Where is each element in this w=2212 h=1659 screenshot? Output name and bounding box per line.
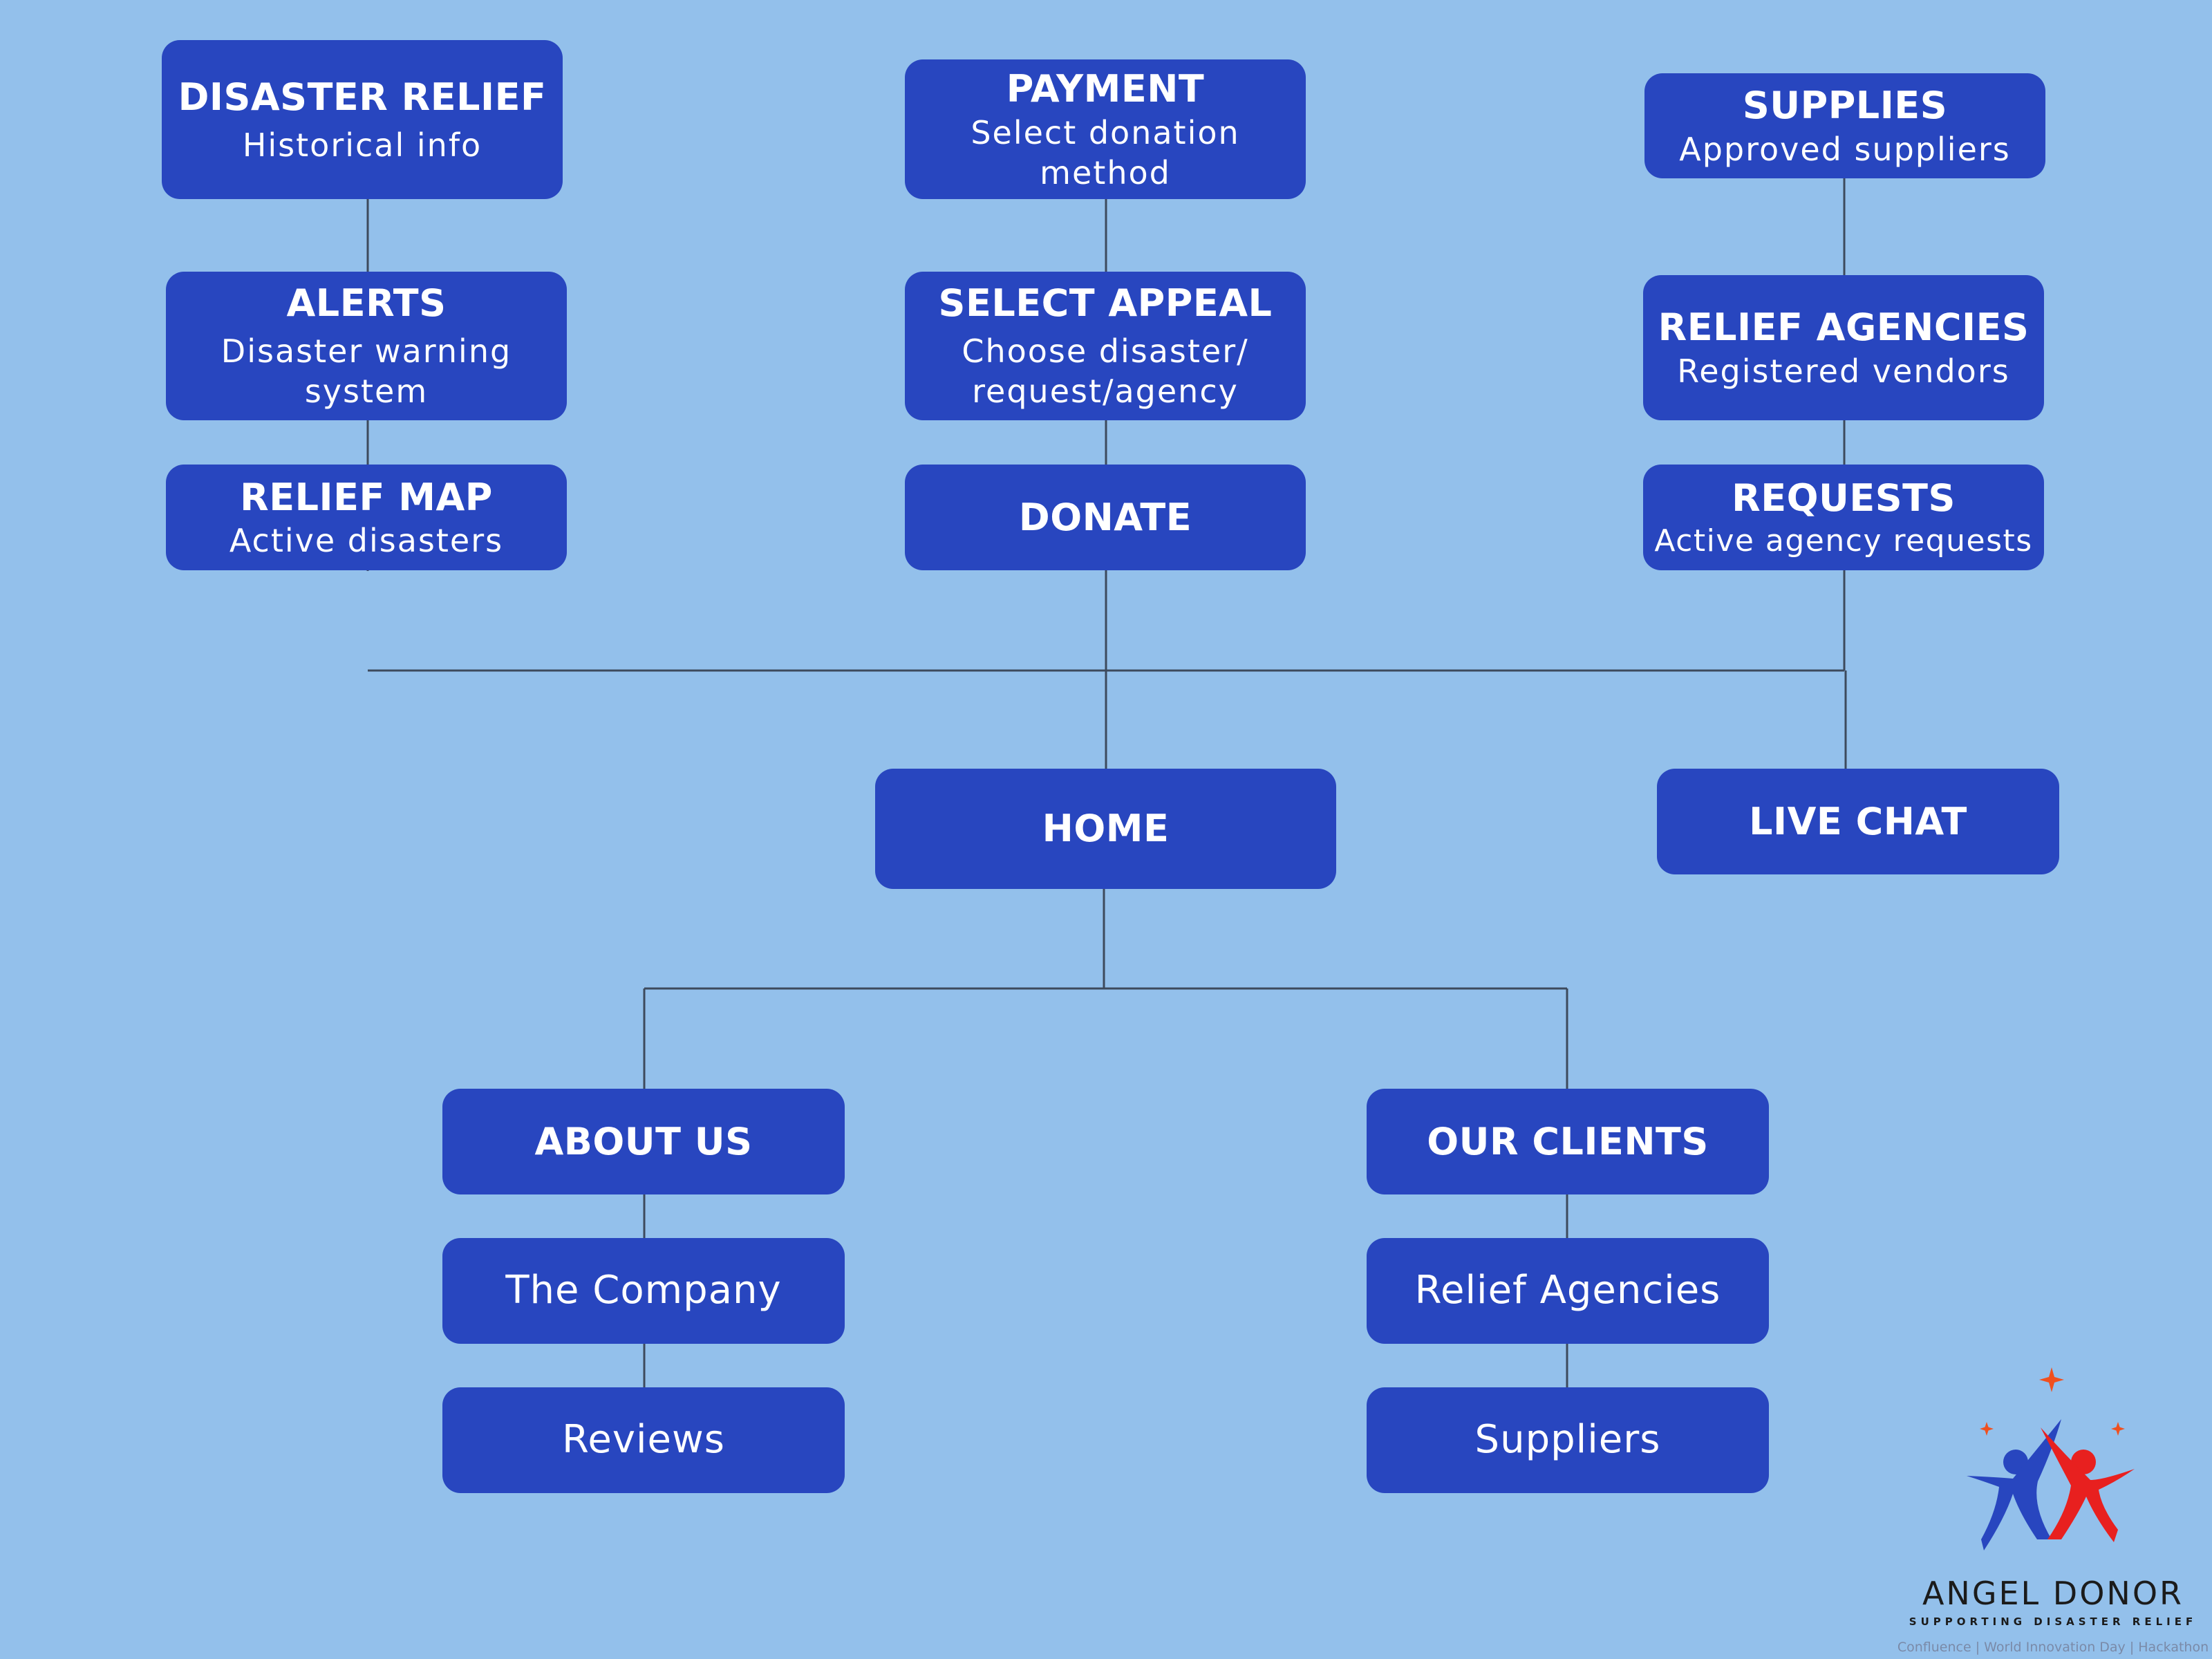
home-node[interactable]: HOME bbox=[875, 769, 1336, 889]
donate-title: DONATE bbox=[1018, 495, 1192, 539]
alerts-node[interactable]: ALERTS Disaster warning system bbox=[166, 272, 567, 420]
the-company-node[interactable]: The Company bbox=[442, 1238, 845, 1344]
requests-title: REQUESTS bbox=[1732, 476, 1956, 520]
live-chat-node[interactable]: LIVE CHAT bbox=[1657, 769, 2059, 874]
payment-title: PAYMENT bbox=[1006, 66, 1205, 111]
logo-tagline: SUPPORTING DISASTER RELIEF bbox=[1909, 1615, 2197, 1628]
select-appeal-title: SELECT APPEAL bbox=[938, 281, 1273, 326]
our-clients-title: OUR CLIENTS bbox=[1427, 1119, 1709, 1163]
relief-map-subtitle: Active disasters bbox=[229, 522, 504, 560]
suppliers-node[interactable]: Suppliers bbox=[1367, 1387, 1769, 1493]
relief-agencies-title: RELIEF AGENCIES bbox=[1658, 306, 2030, 349]
reviews-label: Reviews bbox=[562, 1417, 725, 1463]
client-relief-agencies-label: Relief Agencies bbox=[1414, 1268, 1721, 1313]
select-appeal-node[interactable]: SELECT APPEAL Choose disaster/ request/a… bbox=[905, 272, 1306, 420]
angel-donor-logo: ANGEL DONOR SUPPORTING DISASTER RELIEF C… bbox=[1894, 1358, 2212, 1656]
disaster-relief-title: DISASTER RELIEF bbox=[178, 75, 547, 119]
home-title: HOME bbox=[1042, 807, 1170, 851]
our-clients-node[interactable]: OUR CLIENTS bbox=[1367, 1089, 1769, 1194]
reviews-node[interactable]: Reviews bbox=[442, 1387, 845, 1493]
relief-agencies-subtitle: Registered vendors bbox=[1677, 352, 2010, 390]
supplies-title: SUPPLIES bbox=[1742, 84, 1948, 127]
relief-agencies-node[interactable]: RELIEF AGENCIES Registered vendors bbox=[1643, 275, 2044, 420]
donate-node[interactable]: DONATE bbox=[905, 465, 1306, 570]
supplies-node[interactable]: SUPPLIES Approved suppliers bbox=[1644, 73, 2045, 178]
sparkle-left-icon bbox=[1980, 1422, 1994, 1436]
sparkle-right-icon bbox=[2111, 1422, 2125, 1436]
suppliers-label: Suppliers bbox=[1474, 1417, 1661, 1463]
client-relief-agencies-node[interactable]: Relief Agencies bbox=[1367, 1238, 1769, 1344]
requests-subtitle: Active agency requests bbox=[1654, 523, 2033, 559]
alerts-subtitle-line1: Disaster warning bbox=[221, 332, 512, 371]
relief-map-title: RELIEF MAP bbox=[240, 475, 493, 519]
supplies-subtitle: Approved suppliers bbox=[1679, 130, 2011, 168]
payment-subtitle-line2: method bbox=[1040, 153, 1171, 191]
disaster-relief-node[interactable]: DISASTER RELIEF Historical info bbox=[162, 40, 563, 199]
sparkle-large-icon bbox=[2039, 1367, 2064, 1392]
the-company-label: The Company bbox=[505, 1268, 782, 1313]
alerts-subtitle-line2: system bbox=[304, 373, 429, 411]
alerts-title: ALERTS bbox=[286, 281, 447, 326]
select-appeal-subtitle-line2: request/agency bbox=[972, 373, 1239, 411]
about-us-node[interactable]: ABOUT US bbox=[442, 1089, 845, 1194]
angel-figures-icon bbox=[1967, 1367, 2135, 1550]
logo-footer-text: Confluence | World Innovation Day | Hack… bbox=[1897, 1640, 2209, 1655]
select-appeal-subtitle-line1: Choose disaster/ bbox=[962, 332, 1249, 371]
requests-node[interactable]: REQUESTS Active agency requests bbox=[1643, 465, 2044, 570]
payment-node[interactable]: PAYMENT Select donation method bbox=[905, 59, 1306, 199]
payment-subtitle-line1: Select donation bbox=[971, 113, 1240, 151]
relief-map-node[interactable]: RELIEF MAP Active disasters bbox=[166, 465, 567, 570]
disaster-relief-subtitle: Historical info bbox=[242, 126, 482, 164]
logo-name: ANGEL DONOR bbox=[1922, 1575, 2184, 1612]
about-us-title: ABOUT US bbox=[534, 1119, 753, 1163]
live-chat-title: LIVE CHAT bbox=[1749, 799, 1967, 843]
